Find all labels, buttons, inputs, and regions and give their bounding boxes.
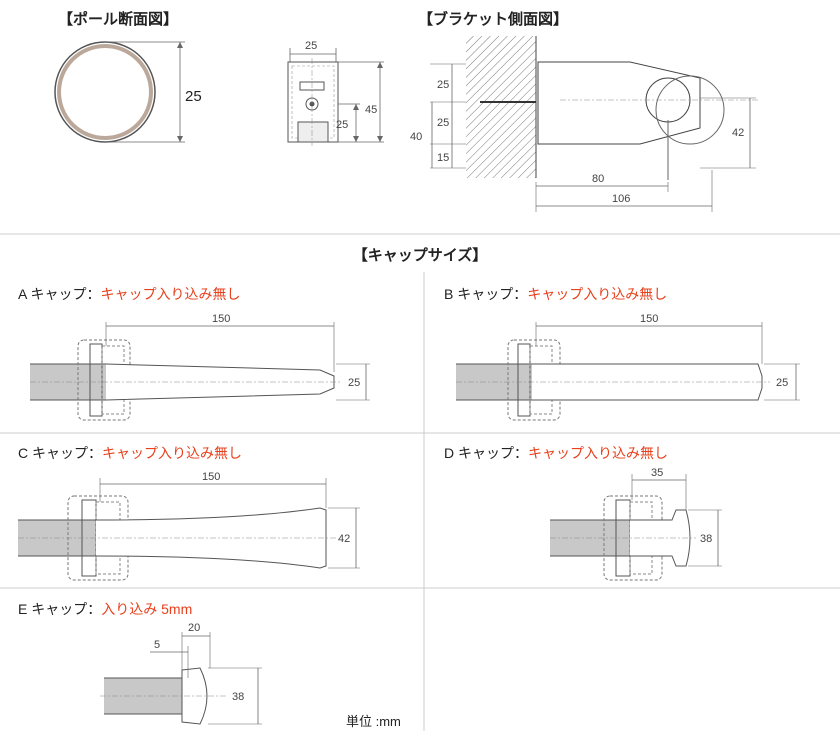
cap-c-length: 150 [202,471,220,483]
bracket-side-d15: 15 [437,152,449,164]
bracket-side-d25a: 25 [437,79,449,91]
cap-b-diameter: 25 [776,377,788,389]
bracket-side-d40: 40 [410,131,422,143]
bracket-side-heading: 【ブラケット側面図】 [418,11,569,28]
cap-c-name: C キャップ： [18,445,102,461]
cap-d-length: 35 [651,467,663,479]
bracket-side-d42: 42 [732,127,744,139]
unit-label: 単位 :mm [346,714,401,729]
cap-e-desc: 入り込み 5mm [101,601,193,617]
cap-d-name: D キャップ： [444,445,528,461]
cap-d-diameter: 38 [700,533,712,545]
bracket-front-lower: 25 [336,119,348,131]
cap-a-diameter: 25 [348,377,360,389]
cap-a-length: 150 [212,313,230,325]
pole-section-heading: 【ポール断面図】 [58,11,179,28]
bracket-front-height: 45 [365,104,377,116]
cap-e-inset: 5 [154,639,160,651]
cap-c-diameter: 42 [338,533,350,545]
bracket-side-d106: 106 [612,193,630,205]
cap-b-name: B キャップ： [444,286,528,302]
cap-c-desc: キャップ入り込み無し [102,445,242,461]
cap-b-label: B キャップ：キャップ入り込み無し [444,284,667,304]
cap-a-label: A キャップ：キャップ入り込み無し [18,284,240,304]
cap-a-name: A キャップ： [18,286,101,302]
cap-sizes-heading: 【キャップサイズ】 [352,247,488,264]
bracket-side-d25b: 25 [437,117,449,129]
bracket-front-width: 25 [305,40,317,52]
cap-e-label: E キャップ：入り込み 5mm [18,599,192,619]
cap-b-length: 150 [640,313,658,325]
cap-d-label: D キャップ：キャップ入り込み無し [444,443,668,463]
cap-a-desc: キャップ入り込み無し [100,286,241,302]
cap-d-desc: キャップ入り込み無し [528,445,668,461]
pole-diameter-label: 25 [185,88,202,105]
bracket-side-d80: 80 [592,173,604,185]
cap-b-desc: キャップ入り込み無し [527,286,668,302]
cap-e-length: 20 [188,622,200,634]
cap-c-label: C キャップ：キャップ入り込み無し [18,443,242,463]
cap-e-name: E キャップ： [18,601,102,617]
cap-e-diameter: 38 [232,691,244,703]
